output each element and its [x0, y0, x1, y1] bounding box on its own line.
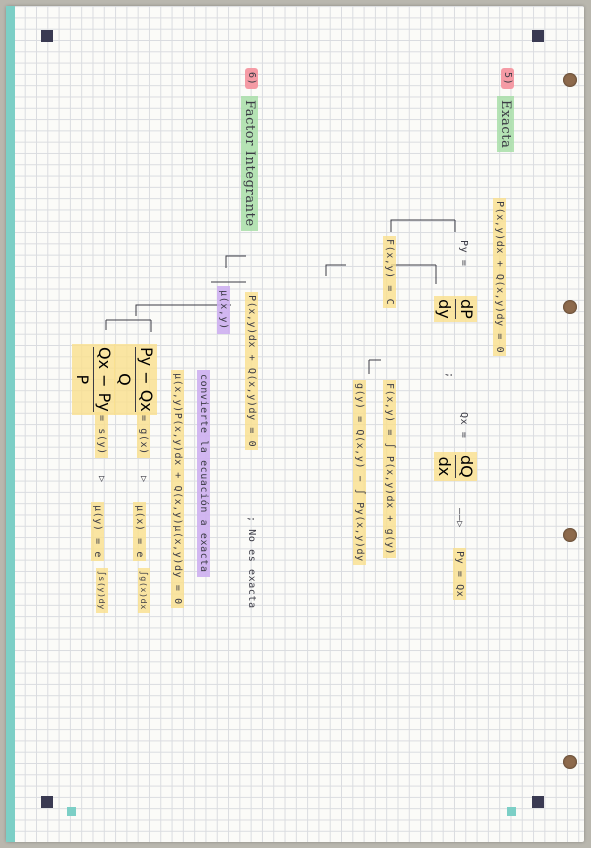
- fraction-numerator: dQ: [457, 455, 476, 478]
- section-number-badge: 5): [501, 68, 514, 90]
- fraction-bar: [455, 299, 456, 319]
- fraction-denominator: dx: [435, 456, 454, 477]
- fraction-denominator: P: [73, 374, 92, 385]
- binding-strip: [6, 6, 15, 842]
- not-exact-note: ; No es exacta: [246, 516, 257, 609]
- mu-x-formula: μ(x) = e: [132, 502, 146, 561]
- py-label: Py =: [458, 240, 469, 267]
- section-number-badge: 6): [245, 68, 258, 90]
- nonexact-equation: P(x,y)dx + Q(x,y)dy = 0: [245, 292, 258, 451]
- punch-hole: [563, 73, 577, 87]
- punch-hole: [563, 528, 577, 542]
- mu-y-exponent: ∫s(y)dy: [96, 567, 108, 613]
- qx-label: Qx =: [458, 412, 469, 439]
- corner-mark-icon: [532, 30, 544, 42]
- fraction-denominator: Q: [115, 373, 134, 386]
- corner-mark-icon: [41, 796, 53, 808]
- section-title: Factor Integrante: [241, 96, 258, 231]
- separator: ;: [444, 372, 455, 379]
- teal-square-icon: [507, 807, 516, 816]
- integrating-factor-label: μ(x,y): [217, 286, 230, 334]
- multiplied-equation: μ(x,y)P(x,y)dx + Q(x,y)μ(x,y)dy = 0: [171, 370, 184, 608]
- fraction-denominator: dy: [435, 299, 454, 319]
- converts-to-exact-note: convierte la ecuación a exacta: [197, 370, 210, 577]
- notebook-page: [6, 6, 584, 842]
- gx-result: = g(x): [137, 412, 150, 458]
- gx-arrow: ▷: [138, 476, 149, 483]
- fraction-bar: [93, 347, 94, 412]
- gx-fraction: Py − Qx Q: [114, 344, 157, 415]
- potential-function-equation: F(x,y) = C: [383, 236, 396, 309]
- mu-y-formula: μ(y) = e: [90, 502, 104, 561]
- fraction-numerator: Py − Qx: [137, 347, 156, 412]
- corner-mark-icon: [41, 30, 53, 42]
- punch-hole: [563, 755, 577, 769]
- fraction-bar: [135, 347, 136, 412]
- dp-dy-fraction: dP dy: [434, 296, 477, 322]
- g-of-y-equation: g(y) = Q(x,y) − ∫ Py(x,y)dy: [353, 380, 366, 565]
- sy-arrow: ▷: [96, 476, 107, 483]
- implies-arrow: ——▷: [454, 508, 465, 528]
- fraction-numerator: dP: [457, 299, 476, 319]
- potential-integral-equation: F(x,y) = ∫ P(x,y)dx + g(y): [383, 380, 396, 559]
- sy-fraction: Qx − Py P: [72, 344, 115, 415]
- dq-dx-fraction: dQ dx: [434, 452, 477, 481]
- sy-result: = s(y): [95, 412, 108, 458]
- corner-mark-icon: [532, 796, 544, 808]
- exactness-condition: Py = Qx: [453, 548, 466, 601]
- fraction-bar: [455, 455, 456, 478]
- teal-square-icon: [67, 807, 76, 816]
- exact-equation: P(x,y)dx + Q(x,y)dy = 0: [493, 198, 506, 357]
- punch-hole: [563, 300, 577, 314]
- mu-x-exponent: ∫g(x)dx: [138, 567, 150, 613]
- section-title: Exacta: [497, 96, 514, 153]
- fraction-numerator: Qx − Py: [95, 347, 114, 412]
